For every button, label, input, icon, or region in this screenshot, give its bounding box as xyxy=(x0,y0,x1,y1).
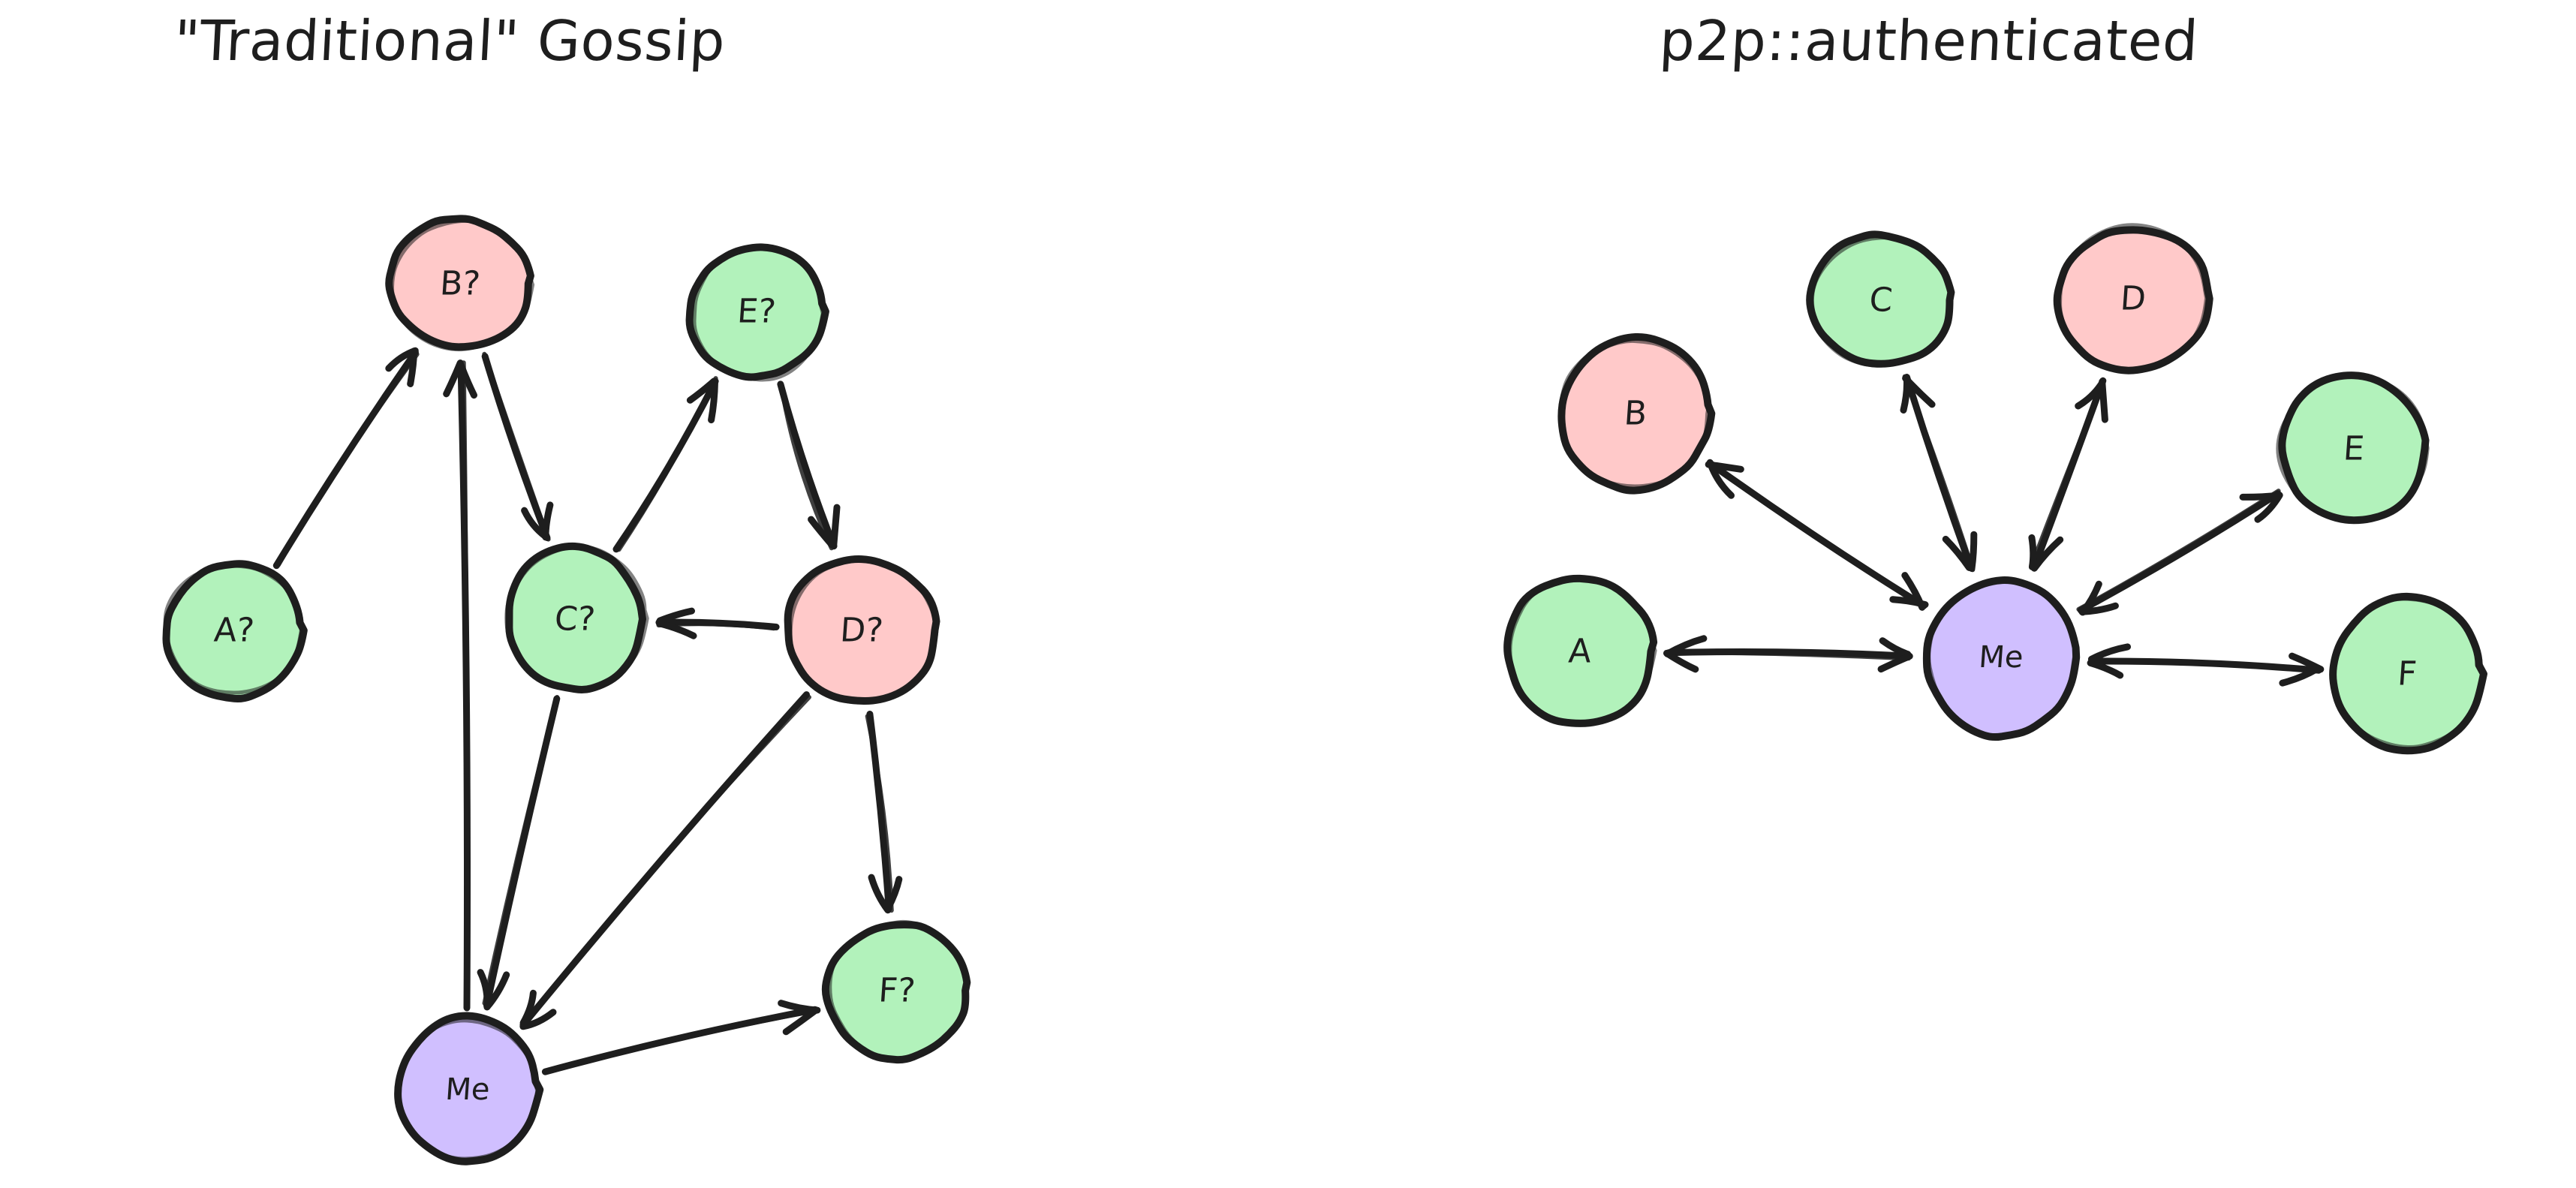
node-traditional-gossip-Me[interactable] xyxy=(394,1012,544,1165)
edge-C-to-Me xyxy=(477,695,561,1011)
node-p2p-authenticated-F[interactable] xyxy=(2329,592,2487,755)
edge-layer-p2p-authenticated xyxy=(1663,374,2325,687)
node-traditional-gossip-B[interactable] xyxy=(385,215,535,352)
edge-E-to-D xyxy=(777,380,841,551)
edge-Me-to-B xyxy=(443,359,477,1012)
edge-A-to-B xyxy=(272,347,420,570)
node-p2p-authenticated-A[interactable] xyxy=(1503,574,1658,727)
edge-C-to-E xyxy=(612,376,719,553)
diagram-title-p2p-authenticated: p2p::authenticated xyxy=(1657,9,2200,74)
edge-Me-to-B xyxy=(1705,459,1929,611)
node-p2p-authenticated-Me[interactable] xyxy=(1922,576,2081,741)
diagram-title-traditional-gossip: "Traditional" Gossip xyxy=(172,9,727,74)
edge-Me-to-C xyxy=(1900,374,1978,573)
edge-D-to-F xyxy=(865,711,903,914)
edge-layer-traditional-gossip xyxy=(272,347,903,1075)
node-traditional-gossip-D[interactable] xyxy=(784,555,940,705)
edge-Me-to-F xyxy=(541,1000,821,1075)
edge-D-to-C xyxy=(655,607,780,639)
node-traditional-gossip-A[interactable] xyxy=(162,560,308,702)
edge-B-to-C xyxy=(481,351,554,542)
node-p2p-authenticated-C[interactable] xyxy=(1806,230,1955,368)
node-p2p-authenticated-D[interactable] xyxy=(2053,223,2213,374)
node-layer-p2p-authenticated xyxy=(1503,223,2487,755)
edge-Me-to-A xyxy=(1663,635,1913,673)
node-traditional-gossip-C[interactable] xyxy=(504,542,649,693)
node-p2p-authenticated-B[interactable] xyxy=(1557,332,1716,495)
edge-D-to-Me xyxy=(519,691,811,1030)
node-p2p-authenticated-E[interactable] xyxy=(2276,371,2430,525)
node-layer-traditional-gossip xyxy=(162,215,971,1165)
edge-Me-to-D xyxy=(2028,377,2108,572)
edge-Me-to-E xyxy=(2076,489,2283,616)
edge-Me-to-F xyxy=(2087,643,2325,687)
node-traditional-gossip-E[interactable] xyxy=(685,243,829,382)
node-traditional-gossip-F[interactable] xyxy=(821,919,971,1064)
